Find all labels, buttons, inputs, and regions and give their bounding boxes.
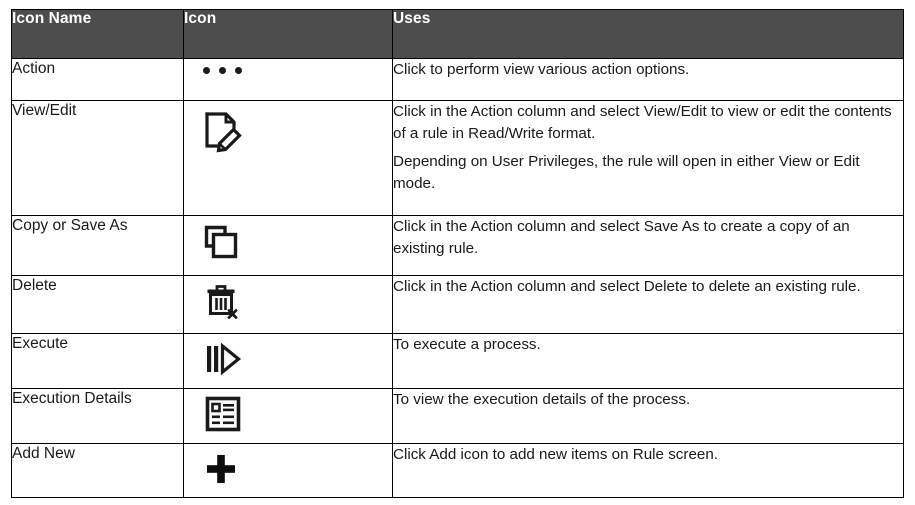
uses-paragraph: Click in the Action column and select De… [393,278,861,295]
uses-paragraph: To view the execution details of the pro… [393,391,691,408]
table-row: Delete [11,275,904,334]
document-pencil-icon [205,112,242,153]
uses-paragraph: To execute a process. [393,336,541,353]
column-header-uses: Uses [392,9,904,59]
trash-can-x-icon [207,285,238,319]
table-row: Copy or Save As Click in the Action colu… [11,215,904,276]
icon-cell [183,215,393,276]
icon-cell [183,100,393,216]
three-dots-icon [184,59,392,74]
icon-name-cell: Copy or Save As [11,215,184,276]
uses-paragraph: Click in the Action column and select Vi… [393,103,892,142]
dot-1 [203,67,210,74]
uses-cell: Click to perform view various action opt… [392,58,904,101]
uses-paragraph: Depending on User Privileges, the rule w… [393,153,860,192]
uses-paragraph: Click in the Action column and select Sa… [393,218,850,257]
icon-name-cell: View/Edit [11,100,184,216]
dot-3 [235,67,242,74]
icon-reference-table: Icon Name Icon Uses Action Click to perf… [11,9,904,498]
table-row: Add New Click Add icon to add new items … [11,443,904,498]
uses-cell: Click in the Action column and select Vi… [392,100,904,216]
uses-cell: Click in the Action column and select De… [392,275,904,334]
dot-2 [219,67,226,74]
uses-cell: To execute a process. [392,333,904,389]
table-row: View/Edit [11,100,904,216]
uses-cell: To view the execution details of the pro… [392,388,904,444]
icon-cell [183,333,393,389]
uses-paragraph: Click to perform view various action opt… [393,61,690,78]
column-header-icon-name: Icon Name [11,9,184,59]
copy-squares-icon [204,225,238,259]
uses-cell: Click Add icon to add new items on Rule … [392,443,904,498]
table-row: Execution Details [11,388,904,444]
icon-name-cell: Execution Details [11,388,184,444]
icon-cell [183,275,393,334]
icon-name-cell: Action [11,58,184,101]
uses-cell: Click in the Action column and select Sa… [392,215,904,276]
list-details-icon [205,396,241,432]
icon-name-cell: Delete [11,275,184,334]
icon-name-cell: Execute [11,333,184,389]
column-header-icon: Icon [183,9,393,59]
icon-cell [183,58,393,101]
table-row: Action Click to perform view various act… [11,58,904,101]
table-row: Execute To execute a process. [11,333,904,389]
icon-cell [183,388,393,444]
icon-name-cell: Add New [11,443,184,498]
table-header: Icon Name Icon Uses [11,9,904,59]
header-row: Icon Name Icon Uses [11,9,904,59]
uses-paragraph: Click Add icon to add new items on Rule … [393,446,719,463]
table-body: Action Click to perform view various act… [11,58,904,498]
execute-play-bars-icon [207,342,242,376]
plus-icon [207,455,235,483]
icon-cell [183,443,393,498]
